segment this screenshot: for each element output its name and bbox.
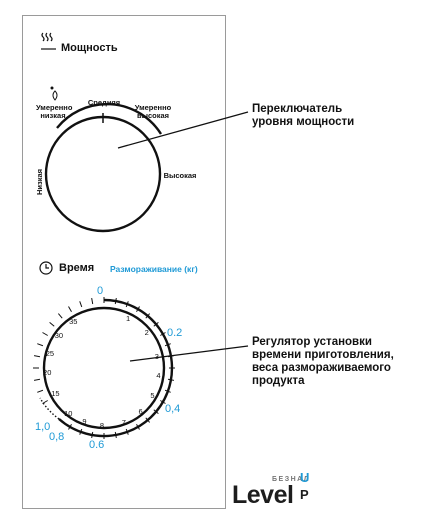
timer-callout-line2: времени приготовления,	[252, 349, 394, 361]
time-mark-7: 7	[121, 417, 126, 427]
timer-tick	[79, 428, 83, 435]
logo-word: Level	[232, 481, 294, 509]
time-mark-15: 15	[51, 388, 60, 398]
timer-tick	[57, 313, 63, 319]
timer-tick	[37, 389, 44, 393]
power-label-low: Низкая	[35, 168, 44, 196]
power-heading: Мощность	[61, 42, 118, 54]
power-callout-line	[117, 111, 249, 149]
timer-callout-line1: Регулятор установки	[252, 336, 372, 348]
power-label-medium-high-line1: Умеренно	[134, 103, 172, 112]
timer-tick	[160, 400, 166, 404]
timer-tick	[125, 301, 129, 308]
timer-knob[interactable]	[42, 306, 166, 430]
logo-letter-u: U	[300, 470, 310, 485]
timer-tick	[164, 389, 171, 393]
defrost-mark-0: 0	[97, 285, 104, 297]
timer-tick	[68, 306, 72, 312]
power-label-high: Высокая	[163, 171, 197, 180]
timer-tick	[91, 431, 94, 439]
timer-callout-line3: веса размораживаемого	[252, 362, 391, 374]
timer-tick	[49, 321, 55, 327]
defrost-mark-4: 0,8	[49, 431, 65, 443]
timer-tick	[33, 378, 41, 381]
power-knob[interactable]	[44, 115, 162, 233]
timer-tick	[145, 417, 151, 423]
time-mark-10: 10	[64, 408, 73, 418]
defrost-mark-5: 1,0	[35, 421, 51, 433]
power-label-medium: Средняя	[87, 98, 121, 107]
timer-tick	[153, 321, 159, 327]
defrost-mark-2: 0,4	[165, 403, 181, 415]
timer-callout-line	[129, 345, 249, 362]
time-mark-2: 2	[144, 328, 149, 338]
timer-tick	[114, 297, 117, 305]
power-callout-line2: уровня мощности	[252, 116, 355, 128]
time-mark-20: 20	[43, 367, 52, 377]
defrost-mark-3: 0.6	[89, 439, 105, 451]
power-callout-line1: Переключатель	[252, 103, 343, 115]
power-label-medium-low: Умеренно низкая	[36, 103, 73, 120]
timer-tick	[145, 313, 151, 319]
timer-tick	[68, 424, 72, 430]
timer-tick	[33, 355, 41, 358]
timer-dotted-arc	[39, 397, 60, 420]
logo-letter-p: P	[300, 487, 309, 502]
timer-tick	[42, 400, 48, 404]
timer-tick	[136, 424, 140, 430]
time-mark-25: 25	[45, 348, 55, 358]
time-mark-9: 9	[82, 416, 87, 426]
timer-scale-arc	[58, 298, 174, 438]
timer-tick	[91, 297, 94, 305]
time-mark-4: 4	[156, 370, 161, 380]
time-heading: Время	[59, 262, 95, 274]
timer-tick	[153, 409, 159, 415]
time-mark-35: 35	[69, 317, 78, 327]
timer-tick	[164, 343, 171, 347]
logo-small-text: БЕЗНАЛ	[272, 476, 311, 483]
timer-tick	[125, 428, 129, 435]
power-label-medium-high-line2: высокая	[136, 111, 170, 120]
time-mark-1: 1	[126, 313, 131, 323]
power-callout: Переключатель уровня мощности	[252, 103, 354, 129]
power-scale-arc	[56, 102, 163, 135]
time-mark-30: 30	[54, 331, 64, 341]
clock-icon	[39, 261, 53, 275]
timer-tick	[114, 431, 117, 439]
defrost-mark-1: 0.2	[167, 327, 183, 339]
control-panel	[22, 15, 226, 509]
timer-tick	[79, 301, 83, 308]
steam-waves-icon	[41, 32, 56, 50]
power-label-medium-low-line2: низкая	[40, 111, 66, 120]
timer-tick	[42, 332, 48, 336]
timer-callout: Регулятор установки времени приготовлени…	[252, 336, 394, 388]
droplet-icon	[50, 86, 58, 101]
power-label-medium-high: Умеренно высокая	[133, 104, 173, 120]
time-mark-3: 3	[154, 351, 159, 361]
time-mark-5: 5	[150, 391, 155, 400]
timer-tick	[37, 343, 44, 347]
timer-tick	[136, 306, 140, 312]
timer-callout-line4: продукта	[252, 375, 305, 387]
time-mark-6: 6	[138, 406, 143, 416]
timer-tick	[167, 378, 175, 381]
power-label-medium-low-line1: Умеренно	[36, 103, 73, 112]
time-mark-8: 8	[99, 420, 105, 430]
timer-tick	[160, 332, 166, 336]
defrost-heading: Размораживание (кг)	[110, 264, 198, 274]
